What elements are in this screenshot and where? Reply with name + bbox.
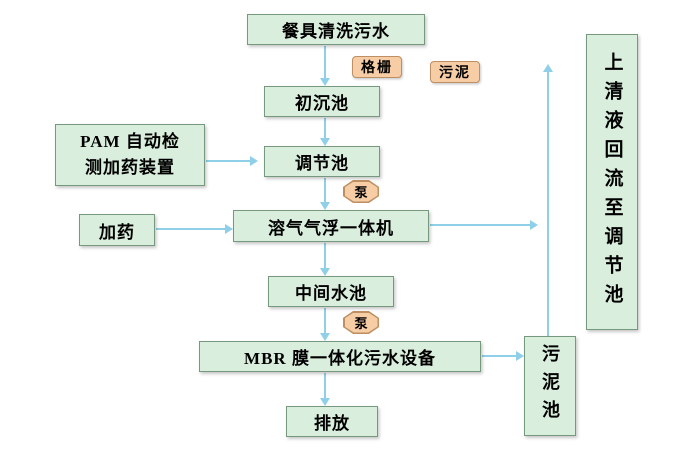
pump-badge-lower: 泵 bbox=[343, 311, 379, 334]
sludge-tank-label: 污泥池 bbox=[540, 344, 560, 428]
arrow-mbr-to-sludge-tank bbox=[482, 355, 516, 357]
node-primary-sedimentation-tank: 初沉池 bbox=[264, 86, 380, 117]
arrowhead-pam-to-regulating bbox=[250, 156, 258, 166]
arrow-daf-to-return-line bbox=[430, 224, 530, 226]
arrowhead-source-to-primary bbox=[320, 78, 330, 86]
arrow-intermediate-to-mbr bbox=[324, 308, 326, 333]
arrowhead-return-up bbox=[543, 64, 553, 72]
tag-sludge: 污泥 bbox=[430, 61, 480, 83]
line-sludge-return-vertical bbox=[547, 72, 549, 336]
supernatant-return-label: 上清液回流至调节池 bbox=[601, 51, 623, 313]
pump-badge-upper: 泵 bbox=[343, 180, 379, 203]
pump-badge-upper-label: 泵 bbox=[344, 181, 378, 202]
node-dosing: 加药 bbox=[79, 214, 155, 246]
node-sludge-tank: 污泥池 bbox=[524, 336, 576, 436]
node-intermediate-tank: 中间水池 bbox=[268, 276, 394, 307]
arrow-mbr-to-discharge bbox=[324, 373, 326, 398]
pam-device-line1: PAM 自动检 bbox=[80, 131, 180, 151]
arrow-source-to-primary bbox=[324, 46, 326, 78]
arrow-pam-to-regulating bbox=[206, 160, 250, 162]
tag-grid-screen: 格栅 bbox=[352, 56, 402, 78]
arrowhead-dosing-to-daf bbox=[225, 224, 233, 234]
node-regulating-tank: 调节池 bbox=[264, 146, 380, 177]
arrowhead-regulating-to-daf bbox=[320, 202, 330, 210]
arrow-dosing-to-daf bbox=[156, 228, 225, 230]
arrowhead-daf-to-return-line bbox=[530, 220, 538, 230]
arrowhead-mbr-to-sludge-tank bbox=[516, 351, 524, 361]
pump-badge-lower-label: 泵 bbox=[344, 312, 378, 333]
arrow-daf-to-intermediate bbox=[324, 243, 326, 268]
node-discharge: 排放 bbox=[286, 406, 378, 437]
node-supernatant-return: 上清液回流至调节池 bbox=[586, 34, 638, 330]
arrow-primary-to-regulating bbox=[324, 118, 326, 138]
node-daf-unit: 溶气气浮一体机 bbox=[233, 210, 429, 242]
node-source: 餐具清洗污水 bbox=[247, 14, 425, 45]
arrowhead-mbr-to-discharge bbox=[320, 398, 330, 406]
pam-device-line2: 测加药装置 bbox=[85, 158, 175, 177]
arrowhead-intermediate-to-mbr bbox=[320, 333, 330, 341]
node-pam-dosing-device: PAM 自动检 测加药装置 bbox=[55, 124, 205, 186]
node-mbr-unit: MBR 膜一体化污水设备 bbox=[199, 341, 481, 372]
arrow-regulating-to-daf bbox=[324, 178, 326, 202]
arrowhead-primary-to-regulating bbox=[320, 138, 330, 146]
arrowhead-daf-to-intermediate bbox=[320, 268, 330, 276]
